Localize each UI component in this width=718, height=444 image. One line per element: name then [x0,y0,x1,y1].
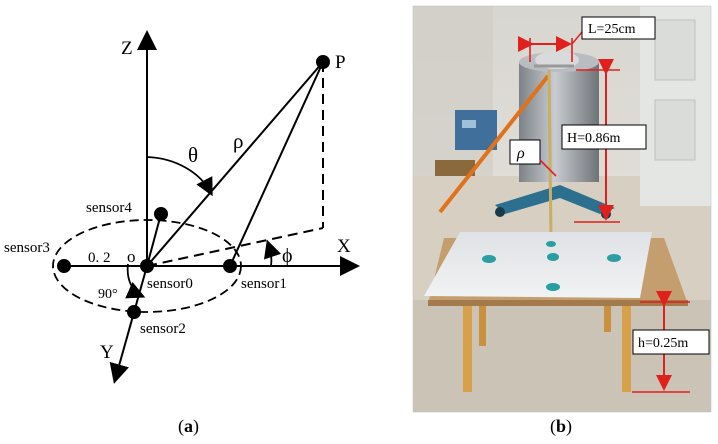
projection-ground [146,227,324,267]
sensor4-label: sensor4 [86,200,132,216]
label-H: H=0.86m [567,131,621,146]
label-L: L=25cm [588,22,636,37]
suspension-rod [547,69,553,241]
caption-a: (a) [178,416,199,436]
label-h-box [632,329,710,355]
table-leg [604,306,611,332]
axis-z-label: Z [121,38,133,59]
sensor4-stem [146,213,162,267]
sensor3-dot [57,259,71,273]
label-rho-box [509,139,541,165]
sensor-cap [482,255,496,263]
label-H-box [561,124,647,150]
point-p [316,55,330,69]
point-p-label: P [335,52,346,73]
panel-b-photo: L=25cm H=0.86m ρ h=0.25m [412,5,712,413]
table-leg [622,306,631,392]
sensor-ring [52,219,242,313]
sensor3-label: sensor3 [4,240,50,256]
orange-rod [438,74,550,214]
sensor-cap [607,254,621,262]
angle-label: 90° [98,287,118,302]
board [424,232,652,298]
sensor2-label: sensor2 [140,321,186,337]
radius-label: 0. 2 [88,250,111,266]
phi-label: ϕ [282,245,293,267]
sensor0-dot [140,259,154,273]
sensor1-dot [223,259,237,273]
sensor1-to-p [229,61,324,267]
axis-y-label: Y [100,342,114,363]
equipment-box [455,110,497,150]
origin-label: o [127,247,136,266]
sensor-cap [547,253,559,261]
sensor0-label: sensor0 [147,276,193,292]
phi-arc [264,239,282,267]
sensor4-dot [154,207,168,221]
theta-label: θ [188,143,198,167]
panel-a-diagram: Z X Y P o θ ρ ϕ 0. 2 90° sensor0 sensor1… [4,30,360,384]
axis-x-label: X [337,236,351,257]
table-leg [463,306,472,392]
label-h: h=0.25m [638,336,688,351]
sensor-cap [546,283,560,291]
label-L-box [581,16,656,40]
sensor2-dot [127,305,141,319]
rho-label: ρ [233,129,243,153]
theta-arc [146,156,213,197]
table-leg [479,306,486,346]
sensor1-label: sensor1 [241,276,287,292]
right-angle-arc [125,263,146,299]
rho-vector [146,61,324,267]
caption-b: (b) [550,416,573,436]
label-rho: ρ [516,145,525,162]
